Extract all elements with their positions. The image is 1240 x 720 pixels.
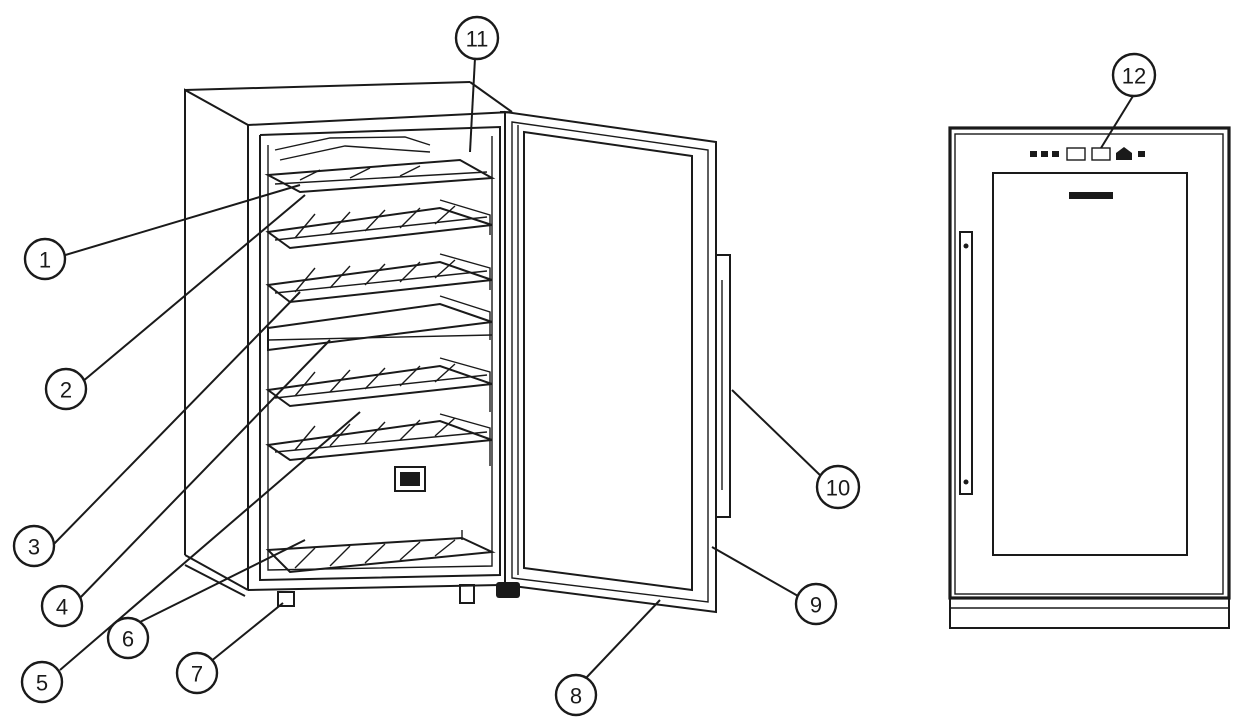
callout-2-label: 2 xyxy=(60,378,72,403)
bottom-shelf xyxy=(265,530,496,574)
control-panel xyxy=(1030,147,1145,161)
callout-9-label: 9 xyxy=(810,593,822,618)
callout-3: 3 xyxy=(12,524,56,568)
shelf-5 xyxy=(265,357,493,412)
callout-3-label: 3 xyxy=(28,535,40,560)
shelf-4-display xyxy=(267,295,493,352)
callout-6-label: 6 xyxy=(122,627,134,652)
door-handle xyxy=(715,254,731,518)
shelf-3 xyxy=(265,253,493,304)
shelf-1 xyxy=(264,158,496,194)
callout-10-label: 10 xyxy=(826,476,850,501)
front-handle xyxy=(959,231,973,495)
callout-10: 10 xyxy=(815,464,861,510)
callout-1-label: 1 xyxy=(39,248,51,273)
top-light xyxy=(274,136,431,161)
callout-12: 12 xyxy=(1111,52,1157,98)
open-door xyxy=(500,110,717,614)
callout-5: 5 xyxy=(20,660,64,704)
callout-4: 4 xyxy=(40,584,84,628)
callout-6: 6 xyxy=(106,616,150,660)
shelf-2 xyxy=(265,199,493,250)
callout-2: 2 xyxy=(44,367,88,411)
leveling-foot xyxy=(277,584,475,607)
callout-11: 11 xyxy=(454,15,500,61)
callout-5-label: 5 xyxy=(36,671,48,696)
shelf-6 xyxy=(265,413,493,466)
fan-vent xyxy=(394,466,426,492)
callout-12-label: 12 xyxy=(1122,64,1146,89)
front-view-illustration xyxy=(948,126,1231,629)
open-cabinet-illustration xyxy=(184,81,731,614)
callout-4-label: 4 xyxy=(56,595,68,620)
callout-7-label: 7 xyxy=(191,662,203,687)
callout-8: 8 xyxy=(554,673,598,717)
callout-11-label: 11 xyxy=(466,27,489,52)
callout-9: 9 xyxy=(794,582,838,626)
callout-8-label: 8 xyxy=(570,684,582,709)
callout-7: 7 xyxy=(175,651,219,695)
leader-lines xyxy=(49,57,1134,679)
callout-1: 1 xyxy=(23,237,67,281)
